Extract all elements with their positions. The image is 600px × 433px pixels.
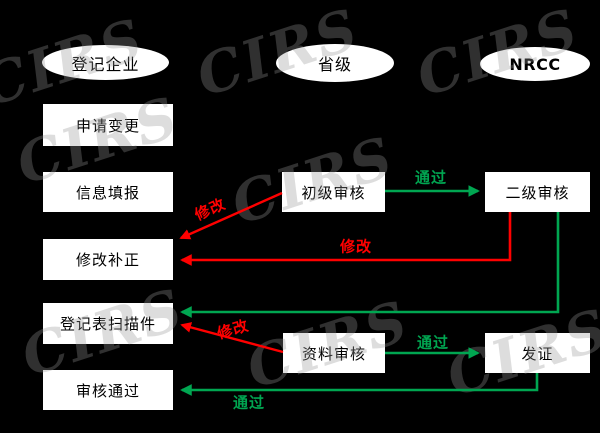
lane-provincial: 省级 bbox=[276, 44, 394, 82]
node-label: 申请变更 bbox=[75, 116, 140, 135]
node-label: 信息填报 bbox=[75, 183, 140, 202]
node-label: 资料审核 bbox=[301, 344, 366, 363]
node-review-passed: 审核通过 bbox=[43, 370, 173, 410]
edge-label-pass: 通过 bbox=[414, 168, 448, 187]
node-label: 二级审核 bbox=[505, 183, 570, 202]
node-label: 发证 bbox=[521, 344, 554, 363]
node-primary-review: 初级审核 bbox=[282, 172, 385, 212]
node-label: 登记表扫描件 bbox=[59, 315, 156, 333]
edge-label-pass: 通过 bbox=[232, 393, 266, 412]
node-label: 初级审核 bbox=[301, 183, 366, 202]
node-apply-change: 申请变更 bbox=[43, 104, 173, 146]
node-modify-correction: 修改补正 bbox=[43, 239, 173, 280]
lane-label: 省级 bbox=[317, 55, 352, 74]
node-registration-form-scan: 登记表扫描件 bbox=[43, 303, 173, 344]
lane-label: NRCC bbox=[509, 54, 561, 74]
node-label: 审核通过 bbox=[75, 381, 140, 400]
node-label: 修改补正 bbox=[75, 251, 140, 269]
node-material-review: 资料审核 bbox=[283, 333, 385, 373]
lane-nrcc: NRCC bbox=[480, 47, 590, 81]
node-info-filling: 信息填报 bbox=[43, 172, 173, 212]
edge-label-revise: 修改 bbox=[191, 194, 229, 225]
edge-pass-certificate-to-review-passed bbox=[180, 373, 539, 396]
node-issue-certificate: 发证 bbox=[485, 333, 590, 373]
edge-secondary-to-form-scan bbox=[180, 212, 560, 318]
lane-registered-enterprise: 登记企业 bbox=[42, 45, 169, 80]
node-secondary-review: 二级审核 bbox=[485, 172, 590, 212]
edge-label-pass: 通过 bbox=[416, 333, 450, 352]
lane-label: 登记企业 bbox=[71, 54, 140, 74]
edge-label-revise: 修改 bbox=[215, 316, 252, 343]
edge-label-revise: 修改 bbox=[339, 237, 373, 256]
